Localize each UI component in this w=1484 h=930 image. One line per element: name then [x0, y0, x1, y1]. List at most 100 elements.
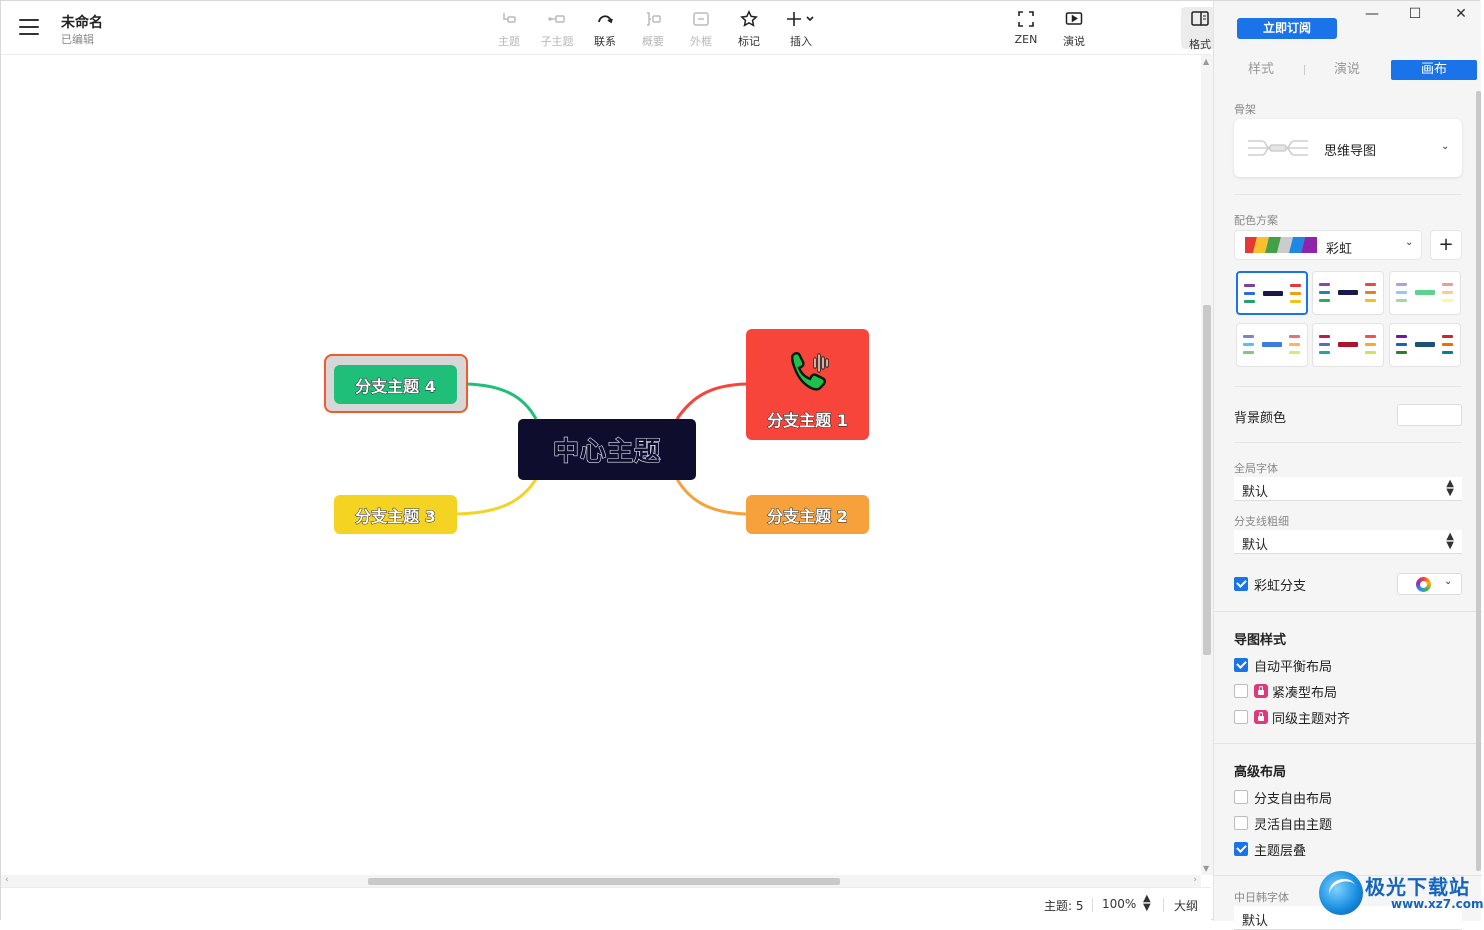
- panel-divider: [1234, 386, 1462, 387]
- zoom-stepper-icon[interactable]: ▲▼: [1143, 893, 1151, 913]
- watermark-logo-icon: [1319, 871, 1363, 915]
- insert-label: 插入: [790, 35, 812, 48]
- panel-divider: [1234, 194, 1462, 195]
- central-topic[interactable]: 中心主题: [518, 419, 696, 480]
- global-font-value: 默认: [1242, 485, 1269, 500]
- color-wheel-icon: [1416, 577, 1431, 592]
- topic-button[interactable]: 主题: [487, 10, 531, 50]
- free-branch-label: 分支自由布局: [1254, 791, 1333, 807]
- document-title[interactable]: 未命名: [61, 15, 103, 31]
- color-scheme-dropdown[interactable]: 彩虹 ⌄: [1234, 230, 1422, 260]
- tab-style[interactable]: 样式: [1247, 62, 1274, 77]
- updown-icon: ▲▼: [1446, 531, 1454, 551]
- branch-topic-4[interactable]: 分支主题 4: [334, 365, 457, 404]
- vertical-scrollbar[interactable]: ▲ ▼: [1201, 55, 1213, 875]
- topic-overlap-label: 主题层叠: [1254, 843, 1307, 859]
- play-icon: [1065, 12, 1083, 25]
- hamburger-menu-icon[interactable]: [19, 19, 39, 37]
- align-siblings-checkbox[interactable]: 同级主题对齐: [1234, 708, 1350, 727]
- status-separator: [1092, 898, 1093, 912]
- marker-button[interactable]: 标记: [727, 10, 771, 50]
- present-button[interactable]: 演说: [1052, 10, 1096, 50]
- watermark: 极光下载站 www.xz7.com: [1319, 867, 1484, 919]
- auto-balance-checkbox[interactable]: 自动平衡布局: [1234, 656, 1333, 675]
- checkbox-unchecked[interactable]: [1234, 816, 1248, 830]
- scheme-thumbnail[interactable]: [1236, 271, 1308, 315]
- watermark-url: www.xz7.com: [1391, 897, 1484, 911]
- advanced-layout-title: 高级布局: [1234, 765, 1287, 780]
- summary-label: 概要: [642, 35, 664, 48]
- chevron-down-icon: ⌄: [1405, 237, 1414, 248]
- scheme-thumbnail[interactable]: [1389, 323, 1461, 367]
- scheme-thumbnail[interactable]: [1236, 323, 1308, 367]
- chevron-down-icon: ⌄: [1441, 141, 1450, 152]
- summary-icon: [647, 12, 661, 26]
- scheme-preview-icon: [1243, 335, 1300, 354]
- watermark-name: 极光下载站: [1365, 875, 1470, 899]
- cjk-font-value: 默认: [1242, 914, 1269, 929]
- skeleton-dropdown[interactable]: 思维导图 ⌄: [1234, 119, 1462, 177]
- vertical-scroll-thumb[interactable]: [1203, 305, 1211, 655]
- checkbox-checked[interactable]: [1234, 658, 1248, 672]
- outline-button[interactable]: 大纲: [1174, 899, 1199, 913]
- topic-icon: [503, 13, 516, 23]
- marker-label: 标记: [738, 35, 760, 48]
- panel-tabs: 样式 演说 画布: [1214, 58, 1482, 82]
- star-icon: [740, 10, 758, 27]
- updown-icon: ▲▼: [1446, 478, 1454, 498]
- line-width-value: 默认: [1242, 538, 1269, 553]
- maximize-icon[interactable]: ☐: [1408, 6, 1422, 22]
- global-font-select[interactable]: 默认 ▲▼: [1234, 477, 1462, 501]
- checkbox-unchecked[interactable]: [1234, 710, 1248, 724]
- scroll-left-icon[interactable]: ‹: [5, 875, 9, 885]
- rainbow-branch-checkbox[interactable]: 彩虹分支: [1234, 575, 1306, 594]
- scroll-right-icon[interactable]: ›: [1193, 875, 1197, 885]
- compact-layout-label: 紧凑型布局: [1272, 685, 1338, 701]
- scroll-up-icon[interactable]: ▲: [1203, 57, 1210, 66]
- rainbow-branch-color-button[interactable]: ⌄: [1397, 573, 1462, 595]
- connector-branch-4: [465, 382, 538, 420]
- tab-separator: [1304, 65, 1305, 75]
- horizontal-scrollbar[interactable]: ‹ ›: [1, 875, 1201, 887]
- checkbox-unchecked[interactable]: [1234, 790, 1248, 804]
- branch-topic-3[interactable]: 分支主题 3: [334, 495, 457, 534]
- insert-button[interactable]: 插入: [779, 10, 823, 50]
- zoom-level[interactable]: 100%: [1102, 897, 1137, 911]
- horizontal-scroll-thumb[interactable]: [368, 878, 840, 885]
- tab-present[interactable]: 演说: [1333, 62, 1360, 77]
- checkbox-checked[interactable]: [1234, 842, 1248, 856]
- flexible-floating-checkbox[interactable]: 灵活自由主题: [1234, 814, 1332, 833]
- subtopic-button[interactable]: 子主题: [535, 10, 579, 50]
- checkbox-checked[interactable]: [1234, 577, 1248, 591]
- scheme-preview-icon: [1319, 335, 1376, 354]
- close-icon[interactable]: ✕: [1455, 6, 1467, 22]
- free-branch-checkbox[interactable]: 分支自由布局: [1234, 788, 1333, 807]
- boundary-button[interactable]: 外框: [679, 10, 723, 50]
- scheme-preview-icon: [1244, 284, 1301, 303]
- minimize-icon[interactable]: —: [1365, 6, 1379, 22]
- panel-scrollbar[interactable]: [1476, 91, 1481, 871]
- zen-button[interactable]: ZEN: [1004, 10, 1048, 50]
- scheme-thumbnail[interactable]: [1389, 271, 1461, 315]
- checkbox-unchecked[interactable]: [1234, 684, 1248, 698]
- line-width-label: 分支线粗细: [1234, 515, 1289, 528]
- relationship-button[interactable]: 联系: [583, 10, 627, 50]
- branch-topic-1[interactable]: 分支主题 1: [746, 329, 869, 440]
- line-width-select[interactable]: 默认 ▲▼: [1234, 530, 1462, 554]
- scheme-thumbnail[interactable]: [1312, 323, 1384, 367]
- scroll-down-icon[interactable]: ▼: [1203, 864, 1210, 873]
- phone-call-icon: [790, 352, 829, 391]
- compact-layout-checkbox[interactable]: 紧凑型布局: [1234, 682, 1338, 701]
- summary-button[interactable]: 概要: [631, 10, 675, 50]
- scheme-thumbnail[interactable]: [1312, 271, 1384, 315]
- branch-topic-2[interactable]: 分支主题 2: [746, 495, 869, 534]
- connector-branch-3: [456, 478, 538, 516]
- tab-canvas[interactable]: 画布: [1391, 60, 1477, 80]
- auto-balance-label: 自动平衡布局: [1254, 659, 1333, 675]
- format-panel-button[interactable]: 格式: [1181, 7, 1219, 51]
- background-color-picker[interactable]: [1397, 404, 1462, 426]
- topic-overlap-checkbox[interactable]: 主题层叠: [1234, 840, 1307, 859]
- subscribe-button[interactable]: 立即订阅: [1237, 18, 1337, 39]
- add-scheme-button[interactable]: +: [1430, 230, 1462, 260]
